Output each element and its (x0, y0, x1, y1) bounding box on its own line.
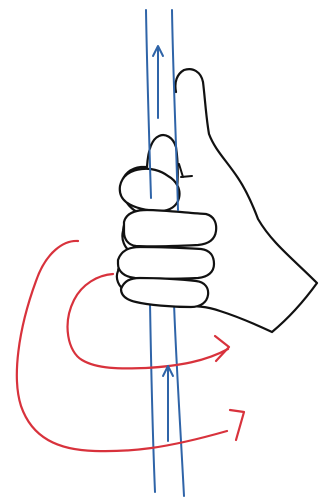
finger-fourth (121, 278, 208, 307)
wire-left-line-bottom (150, 303, 155, 492)
finger-third (118, 247, 214, 279)
right-hand-icon (117, 69, 317, 332)
field-arrow-inner-head (215, 336, 229, 361)
finger-second (124, 210, 216, 246)
field-arrow-outer-head (230, 410, 244, 440)
wire-right-line-bottom (174, 303, 184, 496)
thumb-tip-mark (181, 176, 192, 177)
